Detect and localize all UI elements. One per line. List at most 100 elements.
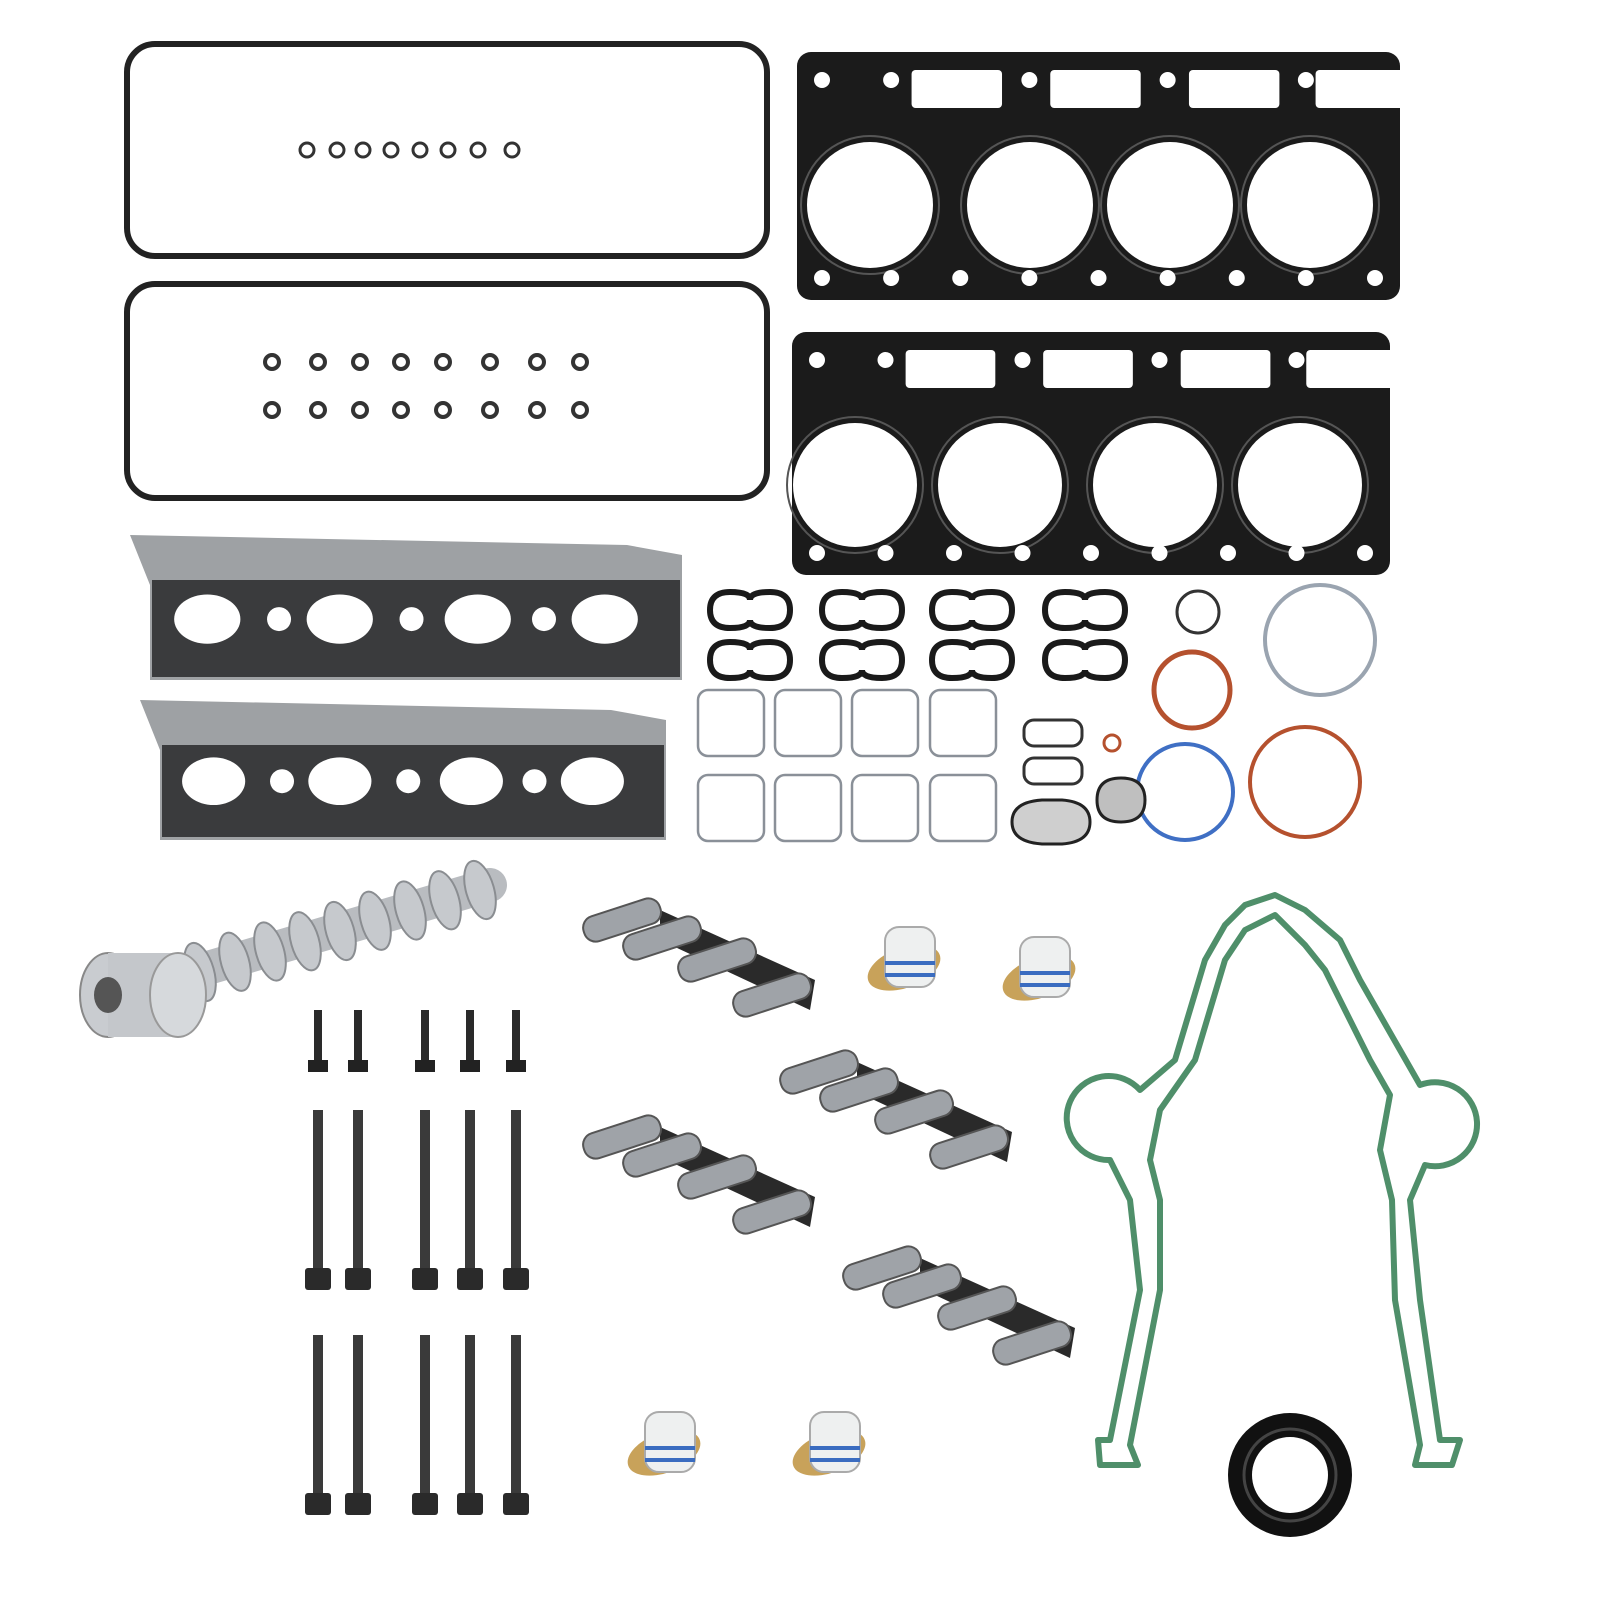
short-bolt xyxy=(354,1010,362,1065)
lifter-tray xyxy=(779,1049,1012,1170)
hydraulic-lifter xyxy=(732,972,812,1018)
bolt-head xyxy=(305,1493,331,1515)
oring xyxy=(309,353,327,371)
coolant-slot xyxy=(1043,350,1133,388)
bolt-hole xyxy=(952,270,969,286)
oring xyxy=(298,141,316,159)
long-bolt xyxy=(511,1110,521,1280)
bolt-head xyxy=(412,1268,438,1290)
bolt-head xyxy=(503,1268,529,1290)
exhaust-manifold-gasket-lower xyxy=(140,700,666,840)
orange-oring-small xyxy=(1151,649,1233,731)
cam-lobe xyxy=(253,921,287,982)
long-bolt xyxy=(353,1110,363,1280)
bolt-head xyxy=(348,1060,368,1072)
bolt-hole xyxy=(809,545,825,561)
figure8-seal xyxy=(928,588,1016,632)
oring xyxy=(392,401,410,419)
exhaust-port xyxy=(174,594,241,644)
oring xyxy=(354,141,372,159)
hydraulic-lifter xyxy=(929,1124,1009,1170)
figure8-seal xyxy=(818,588,906,632)
hydraulic-lifter xyxy=(677,1154,757,1200)
bolt-hole xyxy=(522,769,547,794)
valve-cover-gasket-upper xyxy=(124,41,770,259)
coolant-slot xyxy=(911,70,1003,108)
bolt-hole xyxy=(1220,545,1236,561)
long-bolt xyxy=(465,1110,475,1280)
cylinder-bore xyxy=(1107,142,1233,268)
cylinder-bore xyxy=(1093,423,1217,547)
hydraulic-lifter xyxy=(842,1245,922,1291)
oring xyxy=(382,141,400,159)
bolt-hole xyxy=(883,270,900,286)
coolant-slot xyxy=(1180,350,1271,388)
intake-gasket xyxy=(928,688,998,758)
bolt-hole xyxy=(1228,270,1245,286)
exhaust-port xyxy=(444,594,511,644)
bolt-hole xyxy=(1357,545,1373,561)
cam-lobe xyxy=(463,859,497,921)
bolt-hole xyxy=(396,769,421,794)
tiny-oring xyxy=(1102,733,1122,753)
cam-lobe xyxy=(218,931,252,992)
intake-port-seals xyxy=(706,588,1129,682)
long-bolt xyxy=(313,1335,323,1505)
bolt-head xyxy=(460,1060,480,1072)
bolt-hole xyxy=(270,769,295,794)
oring xyxy=(481,401,499,419)
long-bolt xyxy=(420,1110,430,1280)
coolant-slot xyxy=(1050,70,1141,108)
intake-gasket xyxy=(696,773,766,843)
solenoid-plug xyxy=(627,1411,701,1476)
long-bolt xyxy=(420,1335,430,1505)
bolt-hole xyxy=(1288,352,1305,368)
oring xyxy=(571,353,589,371)
plug-body xyxy=(884,926,936,988)
bolt-head xyxy=(457,1493,483,1515)
figure8-seal xyxy=(1041,588,1129,632)
oring xyxy=(351,401,369,419)
intake-gasket xyxy=(850,773,920,843)
bolt-hole xyxy=(809,352,825,368)
long-bolt xyxy=(313,1110,323,1280)
timing-cover-gasket xyxy=(1063,892,1480,1468)
bore-ring xyxy=(786,416,924,554)
figure8-seal xyxy=(706,588,794,632)
oring xyxy=(571,401,589,419)
bolt-hole xyxy=(1014,545,1031,561)
plug-body xyxy=(644,1411,696,1473)
oring xyxy=(328,141,346,159)
throttle-gasket-b xyxy=(1022,756,1084,786)
figure8-seal xyxy=(706,638,794,682)
coolant-slot xyxy=(905,350,996,388)
exhaust-port xyxy=(182,757,246,805)
exhaust-port xyxy=(571,594,638,644)
figure8-seal xyxy=(928,638,1016,682)
oring xyxy=(528,353,546,371)
coolant-slot xyxy=(1315,70,1407,108)
cam-lobe xyxy=(323,900,357,962)
bolt-hole xyxy=(1159,72,1176,88)
plug-body xyxy=(809,1411,861,1473)
solenoid-plug xyxy=(1002,936,1076,1001)
cylinder-bore xyxy=(938,423,1062,547)
hydraulic-lifter xyxy=(582,897,662,943)
bolt-head xyxy=(506,1060,526,1072)
solenoid-plug xyxy=(792,1411,866,1476)
short-bolt xyxy=(466,1010,474,1065)
camshaft xyxy=(79,859,507,1038)
bolt-head xyxy=(308,1060,328,1072)
cam-lobe xyxy=(358,890,392,951)
hydraulic-lifter xyxy=(874,1089,954,1135)
misc-seals xyxy=(1010,583,1377,846)
oring xyxy=(434,353,452,371)
exhaust-port xyxy=(308,757,372,805)
solenoid-plug xyxy=(867,926,941,991)
bolt-hole xyxy=(1083,545,1099,561)
bore-ring xyxy=(931,416,1069,554)
bolt-hole xyxy=(1288,545,1305,561)
lifter-tray xyxy=(582,897,815,1018)
oring xyxy=(411,141,429,159)
